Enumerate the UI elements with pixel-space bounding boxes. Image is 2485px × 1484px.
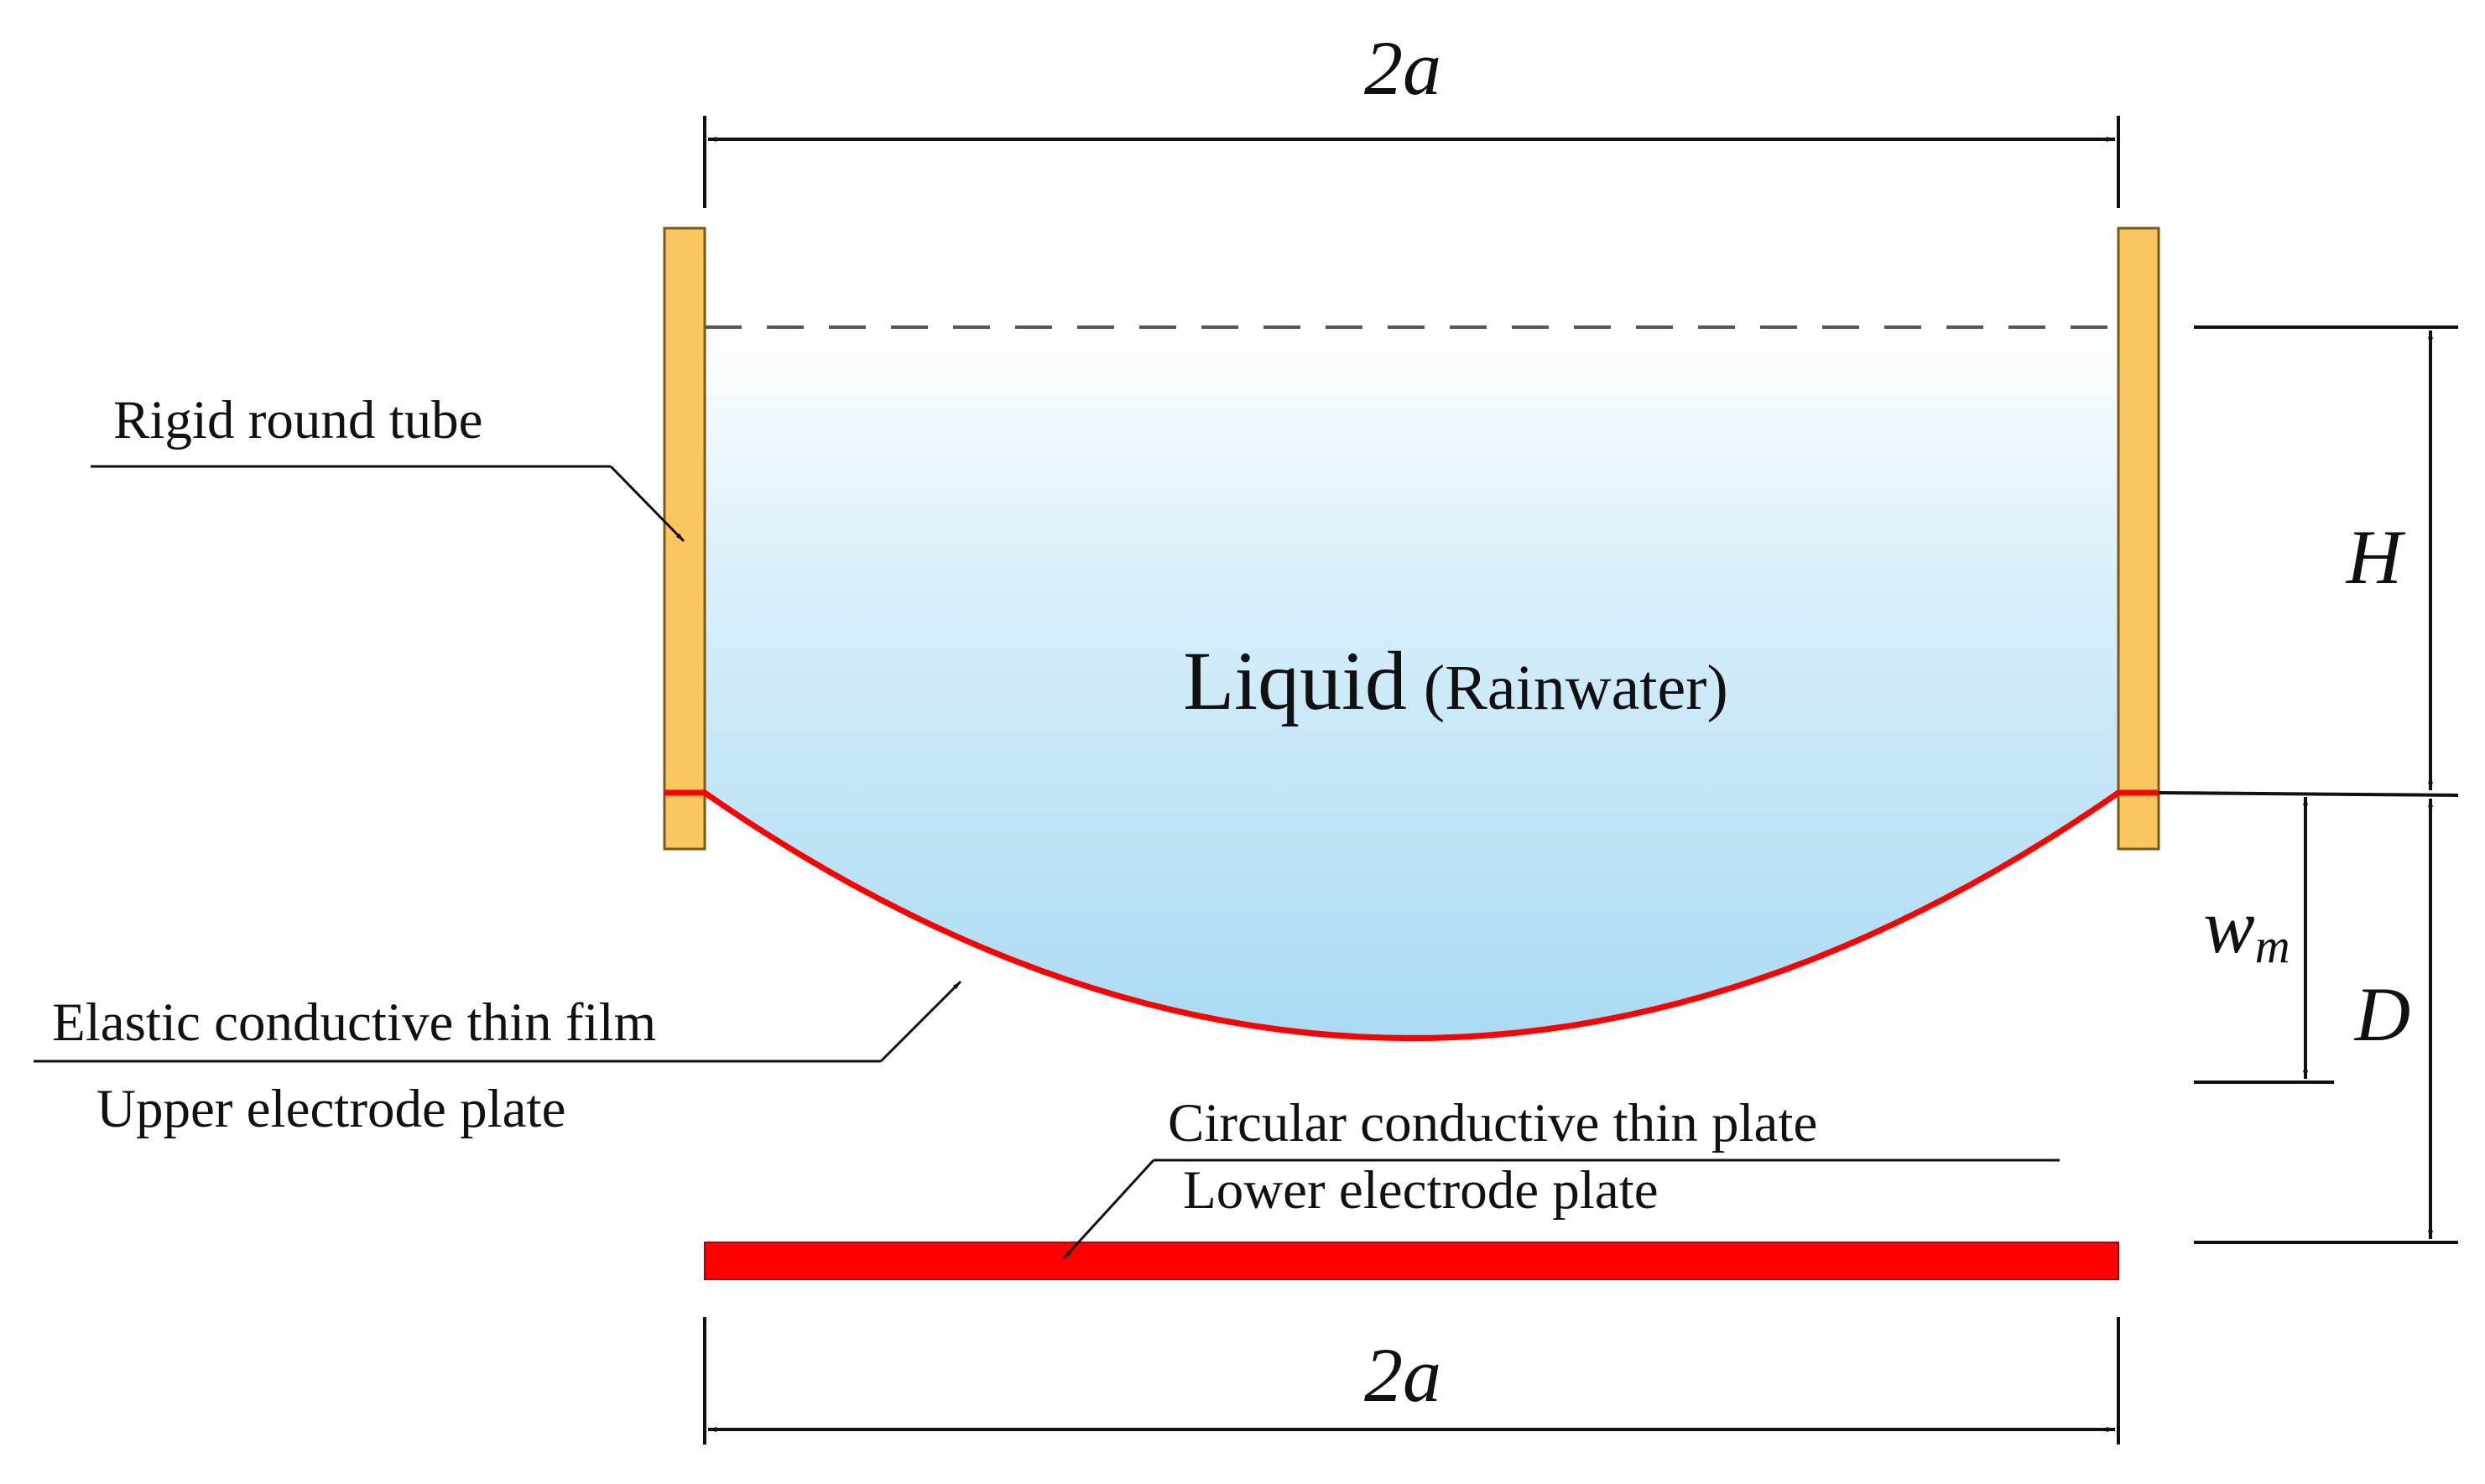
liquid-label: Liquid(Rainwater) [1183, 634, 1728, 727]
top-width-dimension [703, 116, 2120, 208]
tube-wall-left [663, 227, 706, 851]
plate-leader [1062, 1159, 2060, 1260]
plate-label-line1: Circular conductive thin plate [1168, 1093, 1817, 1153]
height-H-label: H [2346, 514, 2406, 600]
liquid-region [705, 327, 2118, 1039]
deflection-wm-label: wm [2203, 883, 2290, 973]
bottom-width-label: 2a [1364, 1332, 1441, 1418]
film-label-line2: Upper electrode plate [96, 1079, 565, 1139]
rigid-tube-leader [91, 465, 685, 543]
gap-D-label: D [2353, 971, 2410, 1057]
top-width-label: 2a [1364, 25, 1441, 111]
lower-electrode-plate [704, 1242, 2119, 1280]
elastic-film [664, 789, 2159, 1041]
film-label-line1: Elastic conductive thin film [52, 992, 656, 1053]
rigid-tube-label: Rigid round tube [113, 390, 483, 450]
tube-wall-right [2117, 227, 2160, 851]
plate-label-line2: Lower electrode plate [1183, 1160, 1659, 1221]
right-extension-lines [2158, 325, 2459, 1244]
film-leader [34, 980, 962, 1063]
bottom-width-dimension [703, 1317, 2120, 1445]
